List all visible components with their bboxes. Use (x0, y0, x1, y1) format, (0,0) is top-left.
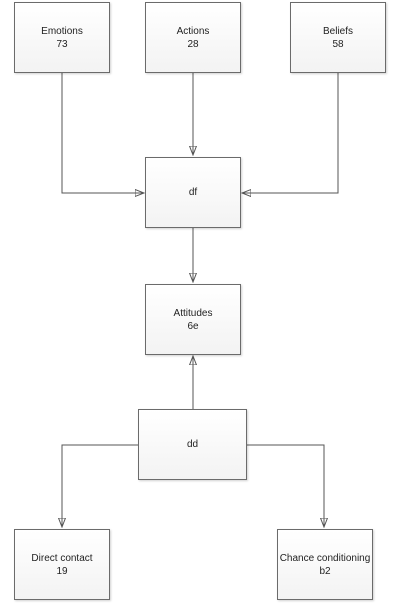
node-beliefs-value: 58 (332, 38, 344, 50)
node-actions-title: Actions (176, 25, 210, 37)
node-direct-contact-title: Direct contact (31, 552, 93, 564)
node-emotions[interactable]: Emotions 73 (14, 2, 110, 73)
node-chance-conditioning-value: b2 (319, 565, 331, 577)
node-actions[interactable]: Actions 28 (145, 2, 241, 73)
edge-dd-to-chance-conditioning (247, 444, 324, 527)
node-attitudes-value: 6e (187, 320, 199, 332)
node-dd[interactable]: dd (138, 409, 247, 480)
node-chance-conditioning[interactable]: Chance conditioning b2 (277, 529, 373, 600)
node-beliefs-title: Beliefs (322, 25, 353, 37)
node-attitudes-title: Attitudes (173, 307, 213, 319)
node-beliefs[interactable]: Beliefs 58 (290, 2, 386, 73)
edge-dd-to-direct-contact (62, 444, 138, 527)
edge-emotions-to-df (61, 73, 144, 193)
node-direct-contact[interactable]: Direct contact 19 (14, 529, 110, 600)
node-df[interactable]: df (145, 157, 241, 228)
node-actions-value: 28 (187, 38, 199, 50)
node-chance-conditioning-title: Chance conditioning (279, 552, 371, 564)
node-attitudes[interactable]: Attitudes 6e (145, 284, 241, 355)
node-emotions-value: 73 (56, 38, 68, 50)
node-df-title: df (188, 187, 198, 198)
node-dd-title: dd (186, 439, 199, 450)
node-emotions-title: Emotions (41, 25, 83, 37)
node-direct-contact-value: 19 (56, 565, 68, 577)
edge-beliefs-to-df (242, 73, 339, 193)
